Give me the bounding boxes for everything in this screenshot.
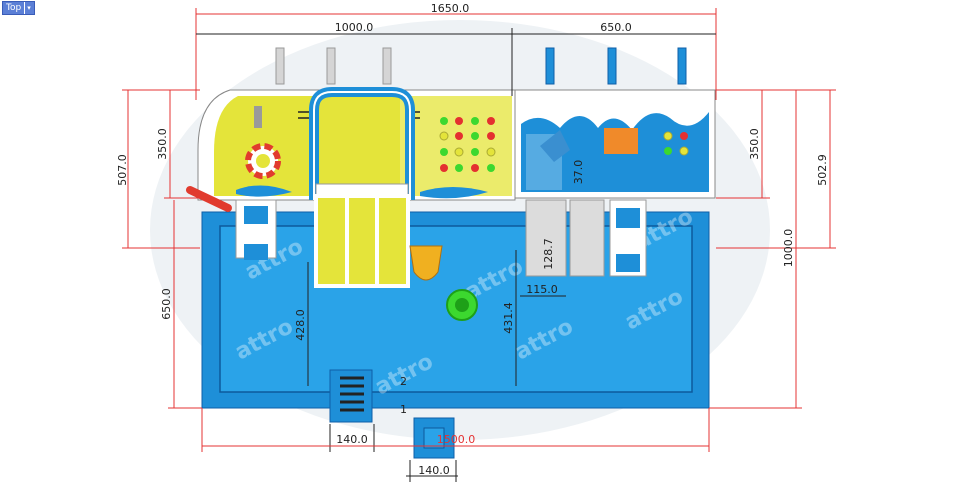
left-platform-deck bbox=[214, 96, 512, 196]
dim-top-split bbox=[196, 28, 716, 96]
dim-top-total-text: 1650.0 bbox=[431, 2, 470, 15]
dim-slide-width-text: 115.0 bbox=[526, 283, 558, 296]
blower-pipes-right bbox=[545, 47, 687, 85]
dim-step-text: 37.0 bbox=[572, 160, 585, 185]
right-balls bbox=[663, 131, 689, 156]
deck-panel bbox=[400, 96, 512, 196]
dim-left-pool-text: 650.0 bbox=[160, 288, 173, 320]
orange-block bbox=[604, 128, 638, 154]
dim-small-a-text: 2 bbox=[400, 375, 407, 388]
left-entry-base bbox=[244, 244, 268, 260]
slide-right-2 bbox=[569, 199, 605, 277]
dim-right-inner bbox=[716, 89, 836, 199]
dim-left-outer-text: 507.0 bbox=[116, 154, 129, 186]
dim-left-inner-text: 350.0 bbox=[156, 128, 169, 160]
dim-depth-left-text: 428.0 bbox=[294, 309, 307, 341]
green-float-center bbox=[455, 298, 469, 312]
deck-bar bbox=[254, 106, 262, 128]
dim-top-total bbox=[195, 8, 717, 100]
dim-small-b-text: 1 bbox=[400, 403, 407, 416]
dim-bottom-box-text: 140.0 bbox=[418, 464, 450, 477]
float-tube-icon bbox=[186, 186, 232, 212]
dim-stair-width-text: 140.0 bbox=[336, 433, 368, 446]
starfish-icon bbox=[540, 130, 570, 162]
dim-pool-width bbox=[201, 408, 710, 452]
dim-pool-width-text: 1500.0 bbox=[437, 433, 476, 446]
dim-slide-gap-text: 128.7 bbox=[542, 238, 555, 270]
pool-inner-wall bbox=[219, 225, 693, 393]
bottom-box-inner bbox=[423, 427, 445, 449]
dim-top-right-text: 650.0 bbox=[600, 21, 632, 34]
dim-top-left-text: 1000.0 bbox=[335, 21, 374, 34]
dim-depth-mid-text: 431.4 bbox=[502, 302, 515, 334]
right-entry-base bbox=[616, 254, 640, 272]
dim-bottom-box bbox=[406, 460, 458, 482]
left-entry-steps bbox=[244, 206, 268, 224]
slide-right-1 bbox=[525, 199, 567, 277]
dolphin-right-icon bbox=[420, 187, 488, 199]
dolphin-left-icon bbox=[236, 185, 292, 197]
water-cannon-icon bbox=[409, 245, 443, 281]
life-ring-center bbox=[256, 154, 270, 168]
viewport-label[interactable]: Top▾ bbox=[2, 1, 35, 15]
dim-right-inner-text: 350.0 bbox=[748, 128, 761, 160]
dim-right-total bbox=[709, 90, 802, 409]
dim-left-inner bbox=[164, 90, 200, 199]
viewport-name: Top bbox=[6, 3, 22, 13]
dropdown-arrow-icon[interactable]: ▾ bbox=[24, 2, 31, 14]
arch-frame-outline bbox=[313, 91, 411, 200]
blower-pipes bbox=[275, 47, 392, 85]
dim-left-pool bbox=[168, 200, 202, 409]
dim-right-outer bbox=[716, 90, 836, 249]
dim-left-outer bbox=[122, 89, 200, 249]
dim-right-outer-text: 502.9 bbox=[816, 154, 829, 186]
dim-right-total-text: 1000.0 bbox=[782, 229, 795, 268]
bottom-stair-steps bbox=[340, 376, 364, 412]
right-entry-steps bbox=[616, 208, 640, 228]
wave-canopy bbox=[521, 96, 709, 130]
ball-grid bbox=[439, 117, 496, 172]
slide-lanes bbox=[314, 194, 410, 288]
